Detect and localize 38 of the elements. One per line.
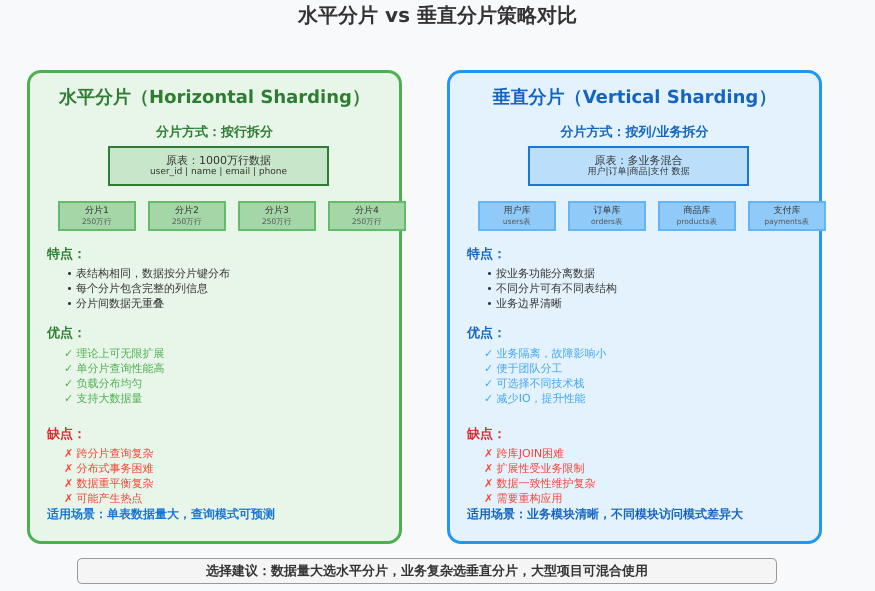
- diagram-title: 水平分片 vs 垂直分片策略对比: [296, 2, 578, 29]
- disadvantage-item: ✗ 扩展性受业务限制: [484, 461, 585, 476]
- bullet-item: 不同分片可有不同表结构: [496, 281, 617, 296]
- source-table-box: 原表：多业务混合 用户|订单|商品|支付 数据: [528, 146, 749, 186]
- disadvantage-item: ✗ 需要重构应用: [484, 491, 563, 506]
- disadvantage-item: ✗ 数据重平衡复杂: [64, 476, 154, 491]
- disadvantage-item: ✗ 跨分片查询复杂: [64, 446, 154, 461]
- disadvantage-item: ✗ 分布式事务困难: [64, 461, 154, 476]
- disadvantage-item: ✗ 跨库JOIN困难: [484, 446, 564, 461]
- panel-title: 垂直分片（Vertical Sharding）: [492, 86, 776, 109]
- section-heading: 特点：: [47, 246, 86, 263]
- advantage-item: ✓ 支持大数据量: [64, 391, 143, 406]
- disadvantage-item: ✗ 可能产生热点: [64, 491, 143, 506]
- bullet-item: 每个分片包含完整的列信息: [76, 281, 208, 296]
- recommendation-box: 选择建议：数据量大选水平分片，业务复杂选垂直分片，大型项目可混合使用: [77, 558, 777, 584]
- bullet-item: 业务边界清晰: [496, 296, 562, 311]
- advantage-item: ✓ 负载分布均匀: [64, 376, 143, 391]
- section-subtitle: 分片方式：按行拆分: [156, 124, 273, 141]
- advantage-item: ✓ 单分片查询性能高: [64, 361, 165, 376]
- advantage-item: ✓ 便于团队分工: [484, 361, 563, 376]
- section-heading: 优点：: [47, 325, 86, 342]
- section-heading: 缺点：: [47, 426, 86, 443]
- bullet-item: 表结构相同，数据按分片键分布: [76, 266, 230, 281]
- scenario-text: 适用场景：单表数据量大，查询模式可预测: [47, 506, 275, 523]
- advantage-item: ✓ 理论上可无限扩展: [64, 346, 165, 361]
- scenario-text: 适用场景：业务模块清晰，不同模块访问模式差异大: [467, 506, 743, 523]
- panel-title: 水平分片（Horizontal Sharding）: [59, 86, 370, 109]
- section-heading: 特点：: [467, 246, 506, 263]
- disadvantage-item: ✗ 数据一致性维护复杂: [484, 476, 596, 491]
- section-heading: 缺点：: [467, 426, 506, 443]
- source-table-box: 原表：1000万行数据 user_id | name | email | phone: [108, 146, 329, 186]
- bullet-item: 分片间数据无重叠: [76, 296, 164, 311]
- section-subtitle: 分片方式：按列/业务拆分: [560, 124, 708, 141]
- advantage-item: ✓ 可选择不同技术栈: [484, 376, 585, 391]
- bullet-item: 按业务功能分离数据: [496, 266, 595, 281]
- advantage-item: ✓ 减少IO，提升性能: [484, 391, 586, 406]
- section-heading: 优点：: [467, 325, 506, 342]
- advantage-item: ✓ 业务隔离，故障影响小: [484, 346, 607, 361]
